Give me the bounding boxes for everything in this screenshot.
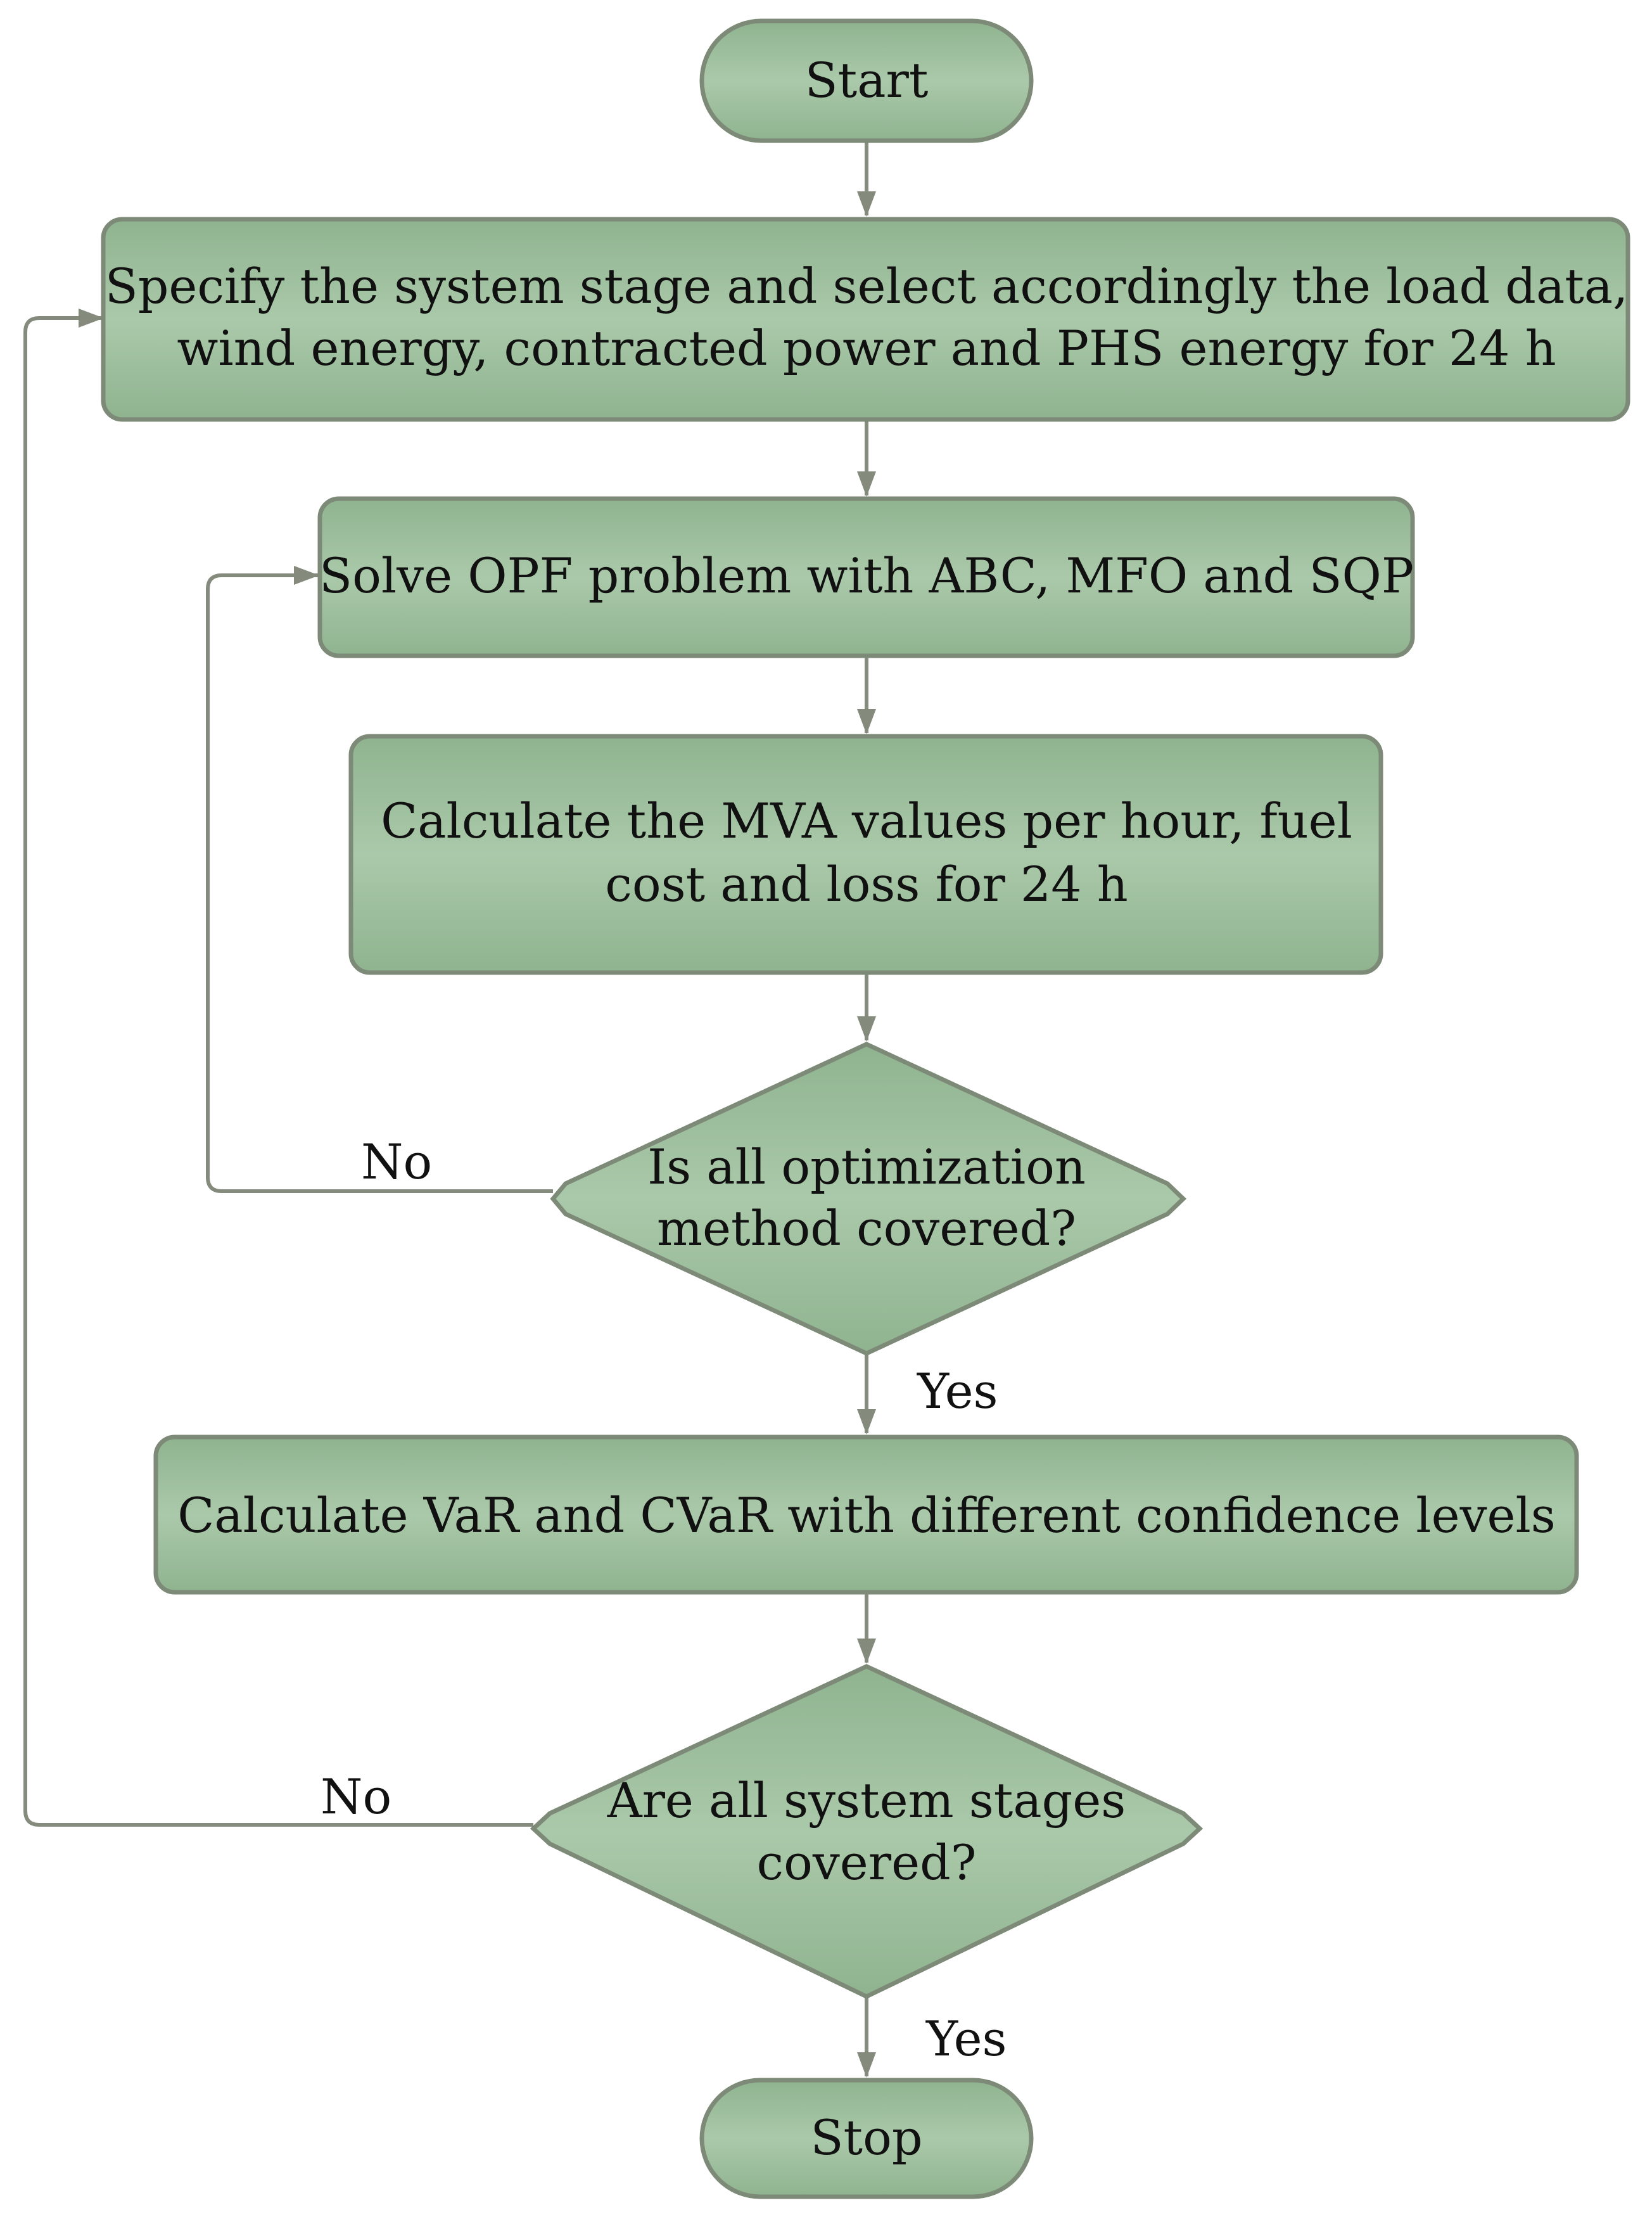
node-stop: Stop [699,2078,1034,2199]
node-calc-var: Calculate VaR and CVaR with different co… [153,1434,1579,1595]
calc-mva-process-shape [348,734,1383,975]
node-decision-stages: Are all system stages covered? [530,1664,1204,1999]
node-calc-mva: Calculate the MVA values per hour, fuel … [348,734,1383,975]
decision-methods-shape [550,1042,1187,1356]
calc-mva-label-line2: cost and loss for 24 h [605,856,1128,912]
stop-terminal-shape [699,2078,1034,2199]
stop-label: Stop [810,2109,922,2166]
edge-label-stages-no: No [321,1768,391,1825]
start-terminal-shape [699,18,1034,143]
edge-label-methods-yes: Yes [917,1363,998,1419]
edge-label-methods-no: No [361,1134,432,1190]
solve-process-shape [317,496,1415,658]
specify-process-shape [101,217,1630,422]
calc-var-label: Calculate VaR and CVaR with different co… [177,1487,1556,1543]
decision-stages-label-line1: Are all system stages [607,1772,1126,1829]
calc-mva-label-line1: Calculate the MVA values per hour, fuel [381,793,1352,849]
start-label: Start [805,52,929,108]
node-decision-methods: Is all optimization method covered? [550,1042,1187,1356]
connectors [23,141,876,2078]
decision-methods-label-line1: Is all optimization [647,1139,1086,1195]
solve-label: Solve OPF problem with ABC, MFO and SQP [319,547,1414,604]
decision-stages-label-line2: covered? [757,1834,977,1891]
decision-stages-shape [530,1664,1204,1999]
calc-var-process-shape [153,1434,1579,1595]
decision-methods-label-line2: method covered? [657,1200,1076,1256]
specify-label-line1: Specify the system stage and select acco… [105,258,1629,314]
specify-label-line2: wind energy, contracted power and PHS en… [177,320,1556,376]
node-solve: Solve OPF problem with ABC, MFO and SQP [317,496,1415,658]
arrow-decision-methods-no [206,566,553,1193]
node-specify: Specify the system stage and select acco… [101,217,1630,422]
edge-label-stages-yes: Yes [925,2010,1007,2067]
arrow-decision-stages-no [23,309,533,1827]
node-start: Start [699,18,1034,143]
